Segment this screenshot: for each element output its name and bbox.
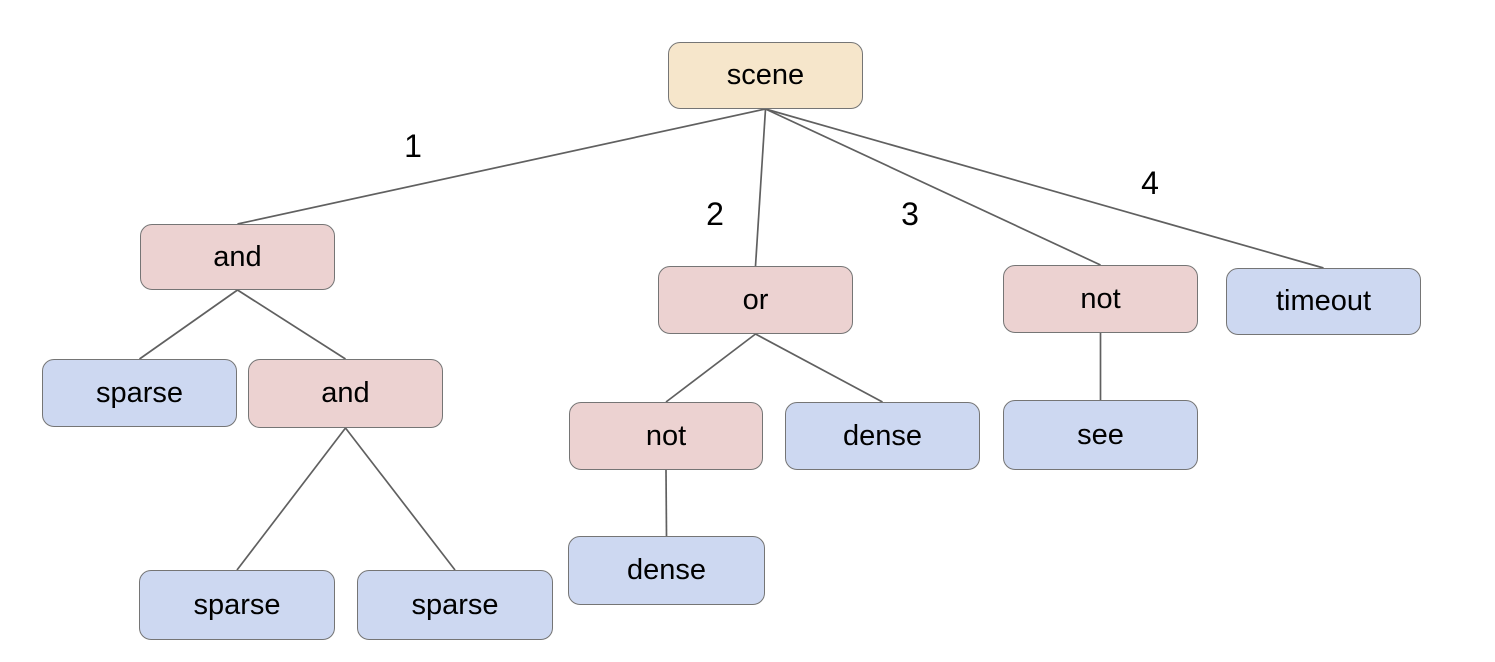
node-dense2: dense: [568, 536, 765, 605]
node-timeout1: timeout: [1226, 268, 1421, 335]
node-or1: or: [658, 266, 853, 334]
edge-or1-to-not2: [665, 333, 757, 403]
edge-label-2: 2: [706, 196, 724, 232]
node-sparse1: sparse: [42, 359, 237, 427]
edge-label-3: 3: [901, 196, 919, 232]
node-scene: scene: [668, 42, 863, 109]
edge-and2-to-sparse3: [344, 427, 456, 571]
edge-label-1: 1: [404, 128, 422, 164]
edge-or1-to-dense1: [755, 333, 883, 403]
node-sparse3: sparse: [357, 570, 553, 640]
node-and2: and: [248, 359, 443, 428]
edge-scene-to-timeout1: [765, 108, 1324, 269]
edge-not2-to-dense2: [665, 469, 668, 537]
edge-and1-to-and2: [237, 289, 346, 360]
edge-scene-to-and1: [237, 108, 766, 225]
node-and1: and: [140, 224, 335, 290]
node-see1: see: [1003, 400, 1198, 470]
edge-and1-to-sparse1: [139, 289, 238, 360]
edge-and2-to-sparse2: [236, 427, 347, 571]
node-not1: not: [1003, 265, 1198, 333]
node-sparse2: sparse: [139, 570, 335, 640]
edge-label-4: 4: [1141, 165, 1159, 201]
node-dense1: dense: [785, 402, 980, 470]
edge-scene-to-not1: [765, 108, 1101, 266]
node-not2: not: [569, 402, 763, 470]
edge-scene-to-or1: [754, 108, 767, 267]
